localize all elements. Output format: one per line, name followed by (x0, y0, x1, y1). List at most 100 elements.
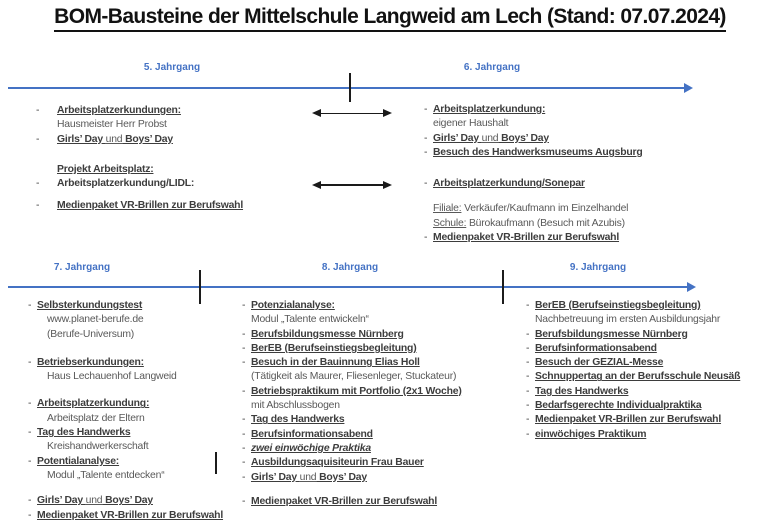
bullet-dash: - (242, 385, 246, 397)
list-item: -Tag des Handwerks (526, 385, 778, 399)
item-text: Medienpaket VR-Brillen zur Berufswahl (57, 200, 244, 212)
timeline-upper-tick (349, 73, 351, 102)
item-text: www.planet-berufe.de (47, 314, 144, 326)
grade-label-7: 7. Jahrgang (53, 262, 111, 273)
item-text: Bedarfsgerechte Individualpraktika (535, 400, 702, 412)
bullet-dash: - (526, 371, 530, 383)
bullet-dash: - (28, 495, 32, 507)
bullet-dash: - (36, 200, 40, 212)
bullet-dash: - (242, 300, 246, 311)
bullet-dash: - (242, 457, 246, 469)
timeline-lower-arrowhead-icon (687, 282, 696, 292)
item-text: zwei einwöchige Praktika (251, 442, 371, 454)
item-text: Schule: Bürokaufmann (Besuch mit Azubis) (433, 217, 625, 229)
list-item: -Tag des Handwerks (242, 413, 507, 427)
item-text: Filiale: Verkäufer/Kaufmann im Einzelhan… (433, 203, 629, 215)
column-grade6: -Arbeitsplatzerkundung:eigener Haushalt-… (424, 103, 744, 245)
column-grade8: -Potenzialanalyse:Modul „Talente entwick… (242, 299, 507, 509)
item-text: eigener Haushalt (433, 118, 509, 130)
list-item: -zwei einwöchige Praktika (242, 442, 507, 456)
item-text: Modul „Talente entwickeln“ (251, 314, 369, 326)
list-item: -Arbeitsplatzerkundung: (28, 397, 243, 411)
bullet-dash: - (526, 428, 530, 440)
item-text: mit Abschlussbogen (251, 400, 340, 412)
bullet-dash: - (526, 385, 530, 397)
timeline-upper-arrowhead-icon (684, 83, 693, 93)
list-item: -Betriebspraktikum mit Portfolio (2x1 Wo… (242, 385, 507, 399)
item-text: Girls’ Day und Boys’ Day (57, 133, 173, 145)
bullet-dash: - (424, 178, 428, 190)
bullet-dash: - (28, 509, 32, 521)
list-item: -Betriebserkundungen: (28, 356, 243, 370)
list-item: Modul „Talente entwickeln“ (242, 313, 507, 327)
grade-label-9: 9. Jahrgang (569, 262, 627, 273)
list-item: -Berufsbildungsmesse Nürnberg (242, 328, 507, 342)
bullet-dash: - (242, 414, 246, 426)
list-item: Hausmeister Herr Probst (36, 118, 326, 132)
item-text: Haus Lechauenhof Langweid (47, 371, 177, 383)
arrowhead-right-icon (383, 181, 392, 189)
list-item: -Medienpaket VR-Brillen zur Berufswahl (28, 509, 243, 523)
grade-label-8: 8. Jahrgang (321, 262, 379, 273)
item-text: Arbeitsplatzerkundung/Sonepar (433, 178, 585, 190)
list-item: -Medienpaket VR-Brillen zur Berufswahl (526, 413, 778, 427)
item-text: Medienpaket VR-Brillen zur Berufswahl (433, 232, 620, 244)
bullet-dash: - (242, 495, 246, 507)
list-item: -Schnuppertag an der Berufsschule Neusäß (526, 370, 778, 384)
item-text: Berufsbildungsmesse Nürnberg (535, 328, 688, 340)
item-text: Tag des Handwerks (37, 427, 131, 439)
list-item: Schule: Bürokaufmann (Besuch mit Azubis) (424, 217, 744, 231)
item-text: Betriebspraktikum mit Portfolio (2x1 Woc… (251, 385, 462, 397)
list-item: -Besuch der GEZIAL-Messe (526, 356, 778, 370)
item-text: Tag des Handwerks (251, 414, 345, 426)
bullet-dash: - (526, 357, 530, 369)
stray-cursor-mark (215, 452, 217, 474)
list-item: Kreishandwerkerschaft (28, 440, 243, 454)
list-item: -Medienpaket VR-Brillen zur Berufswahl (424, 231, 744, 245)
list-item: (Tätigkeit als Maurer, Fliesenleger, Stu… (242, 370, 507, 384)
list-item: Nachbetreuung im ersten Ausbildungsjahr (526, 313, 778, 327)
item-text: einwöchiges Praktikum (535, 428, 647, 440)
item-text: Besuch des Handwerksmuseums Augsburg (433, 146, 643, 158)
list-item: Projekt Arbeitsplatz: (36, 163, 326, 177)
bullet-dash: - (28, 427, 32, 439)
arrowhead-left-icon (312, 181, 321, 189)
bullet-dash: - (526, 342, 530, 354)
bullet-dash: - (242, 328, 246, 340)
list-item: -Berufsbildungsmesse Nürnberg (526, 328, 778, 342)
item-text: (Berufe-Universum) (47, 328, 135, 340)
arrow-shaft (321, 184, 383, 186)
bullet-dash: - (424, 132, 428, 144)
list-item: Arbeitsplatz der Eltern (28, 412, 243, 426)
column-grade7: - Selbsterkundungstest www.planet-berufe.d… (28, 299, 243, 523)
column-grade9: -BerEB (Berufseinstiegsbegleitung)Nachbe… (526, 299, 778, 442)
list-item: -Potenzialanalyse: (242, 299, 507, 313)
item-text: (Tätigkeit als Maurer, Fliesenleger, Stu… (251, 371, 457, 383)
item-text: Girls’ Day und Boys’ Day (37, 495, 153, 507)
list-item: -Berufsinformationsabend (242, 428, 507, 442)
grade-label-6: 6. Jahrgang (463, 62, 521, 73)
list-item: -Arbeitsplatzerkundung/Sonepar (424, 177, 744, 191)
double-arrow-icon (312, 181, 392, 189)
item-text: Modul „Talente entdecken“ (47, 469, 165, 481)
page-title-text: BOM-Bausteine der Mittelschule Langweid … (54, 5, 726, 32)
list-item: -Medienpaket VR-Brillen zur Berufswahl (242, 495, 507, 509)
list-item: - Girls’ Day und Boys’ Day (36, 133, 326, 147)
list-item: -Potentialanalyse: (28, 455, 243, 469)
item-text: Medienpaket VR-Brillen zur Berufswahl (251, 495, 438, 507)
item-text: Kreishandwerkerschaft (47, 441, 149, 453)
bullet-dash: - (28, 398, 32, 410)
list-item: -Arbeitsplatzerkundungen: (36, 104, 326, 118)
item-text: Medienpaket VR-Brillen zur Berufswahl (37, 509, 224, 521)
list-item: -Girls’ Day und Boys’ Day (424, 132, 744, 146)
item-text: Selbsterkundungstest (37, 300, 143, 311)
item-text: Projekt Arbeitsplatz: (57, 163, 154, 175)
list-item: -Berufsinformationsabend (526, 342, 778, 356)
list-item: Haus Lechauenhof Langweid (28, 370, 243, 384)
timeline-upper-line (8, 87, 686, 89)
arrow-shaft (321, 112, 383, 114)
item-text: Potenzialanalyse: (251, 300, 335, 311)
list-item: -Besuch in der Bauinnung Elias Holl (242, 356, 507, 370)
arrowhead-left-icon (312, 109, 321, 117)
bullet-dash: - (36, 133, 40, 145)
